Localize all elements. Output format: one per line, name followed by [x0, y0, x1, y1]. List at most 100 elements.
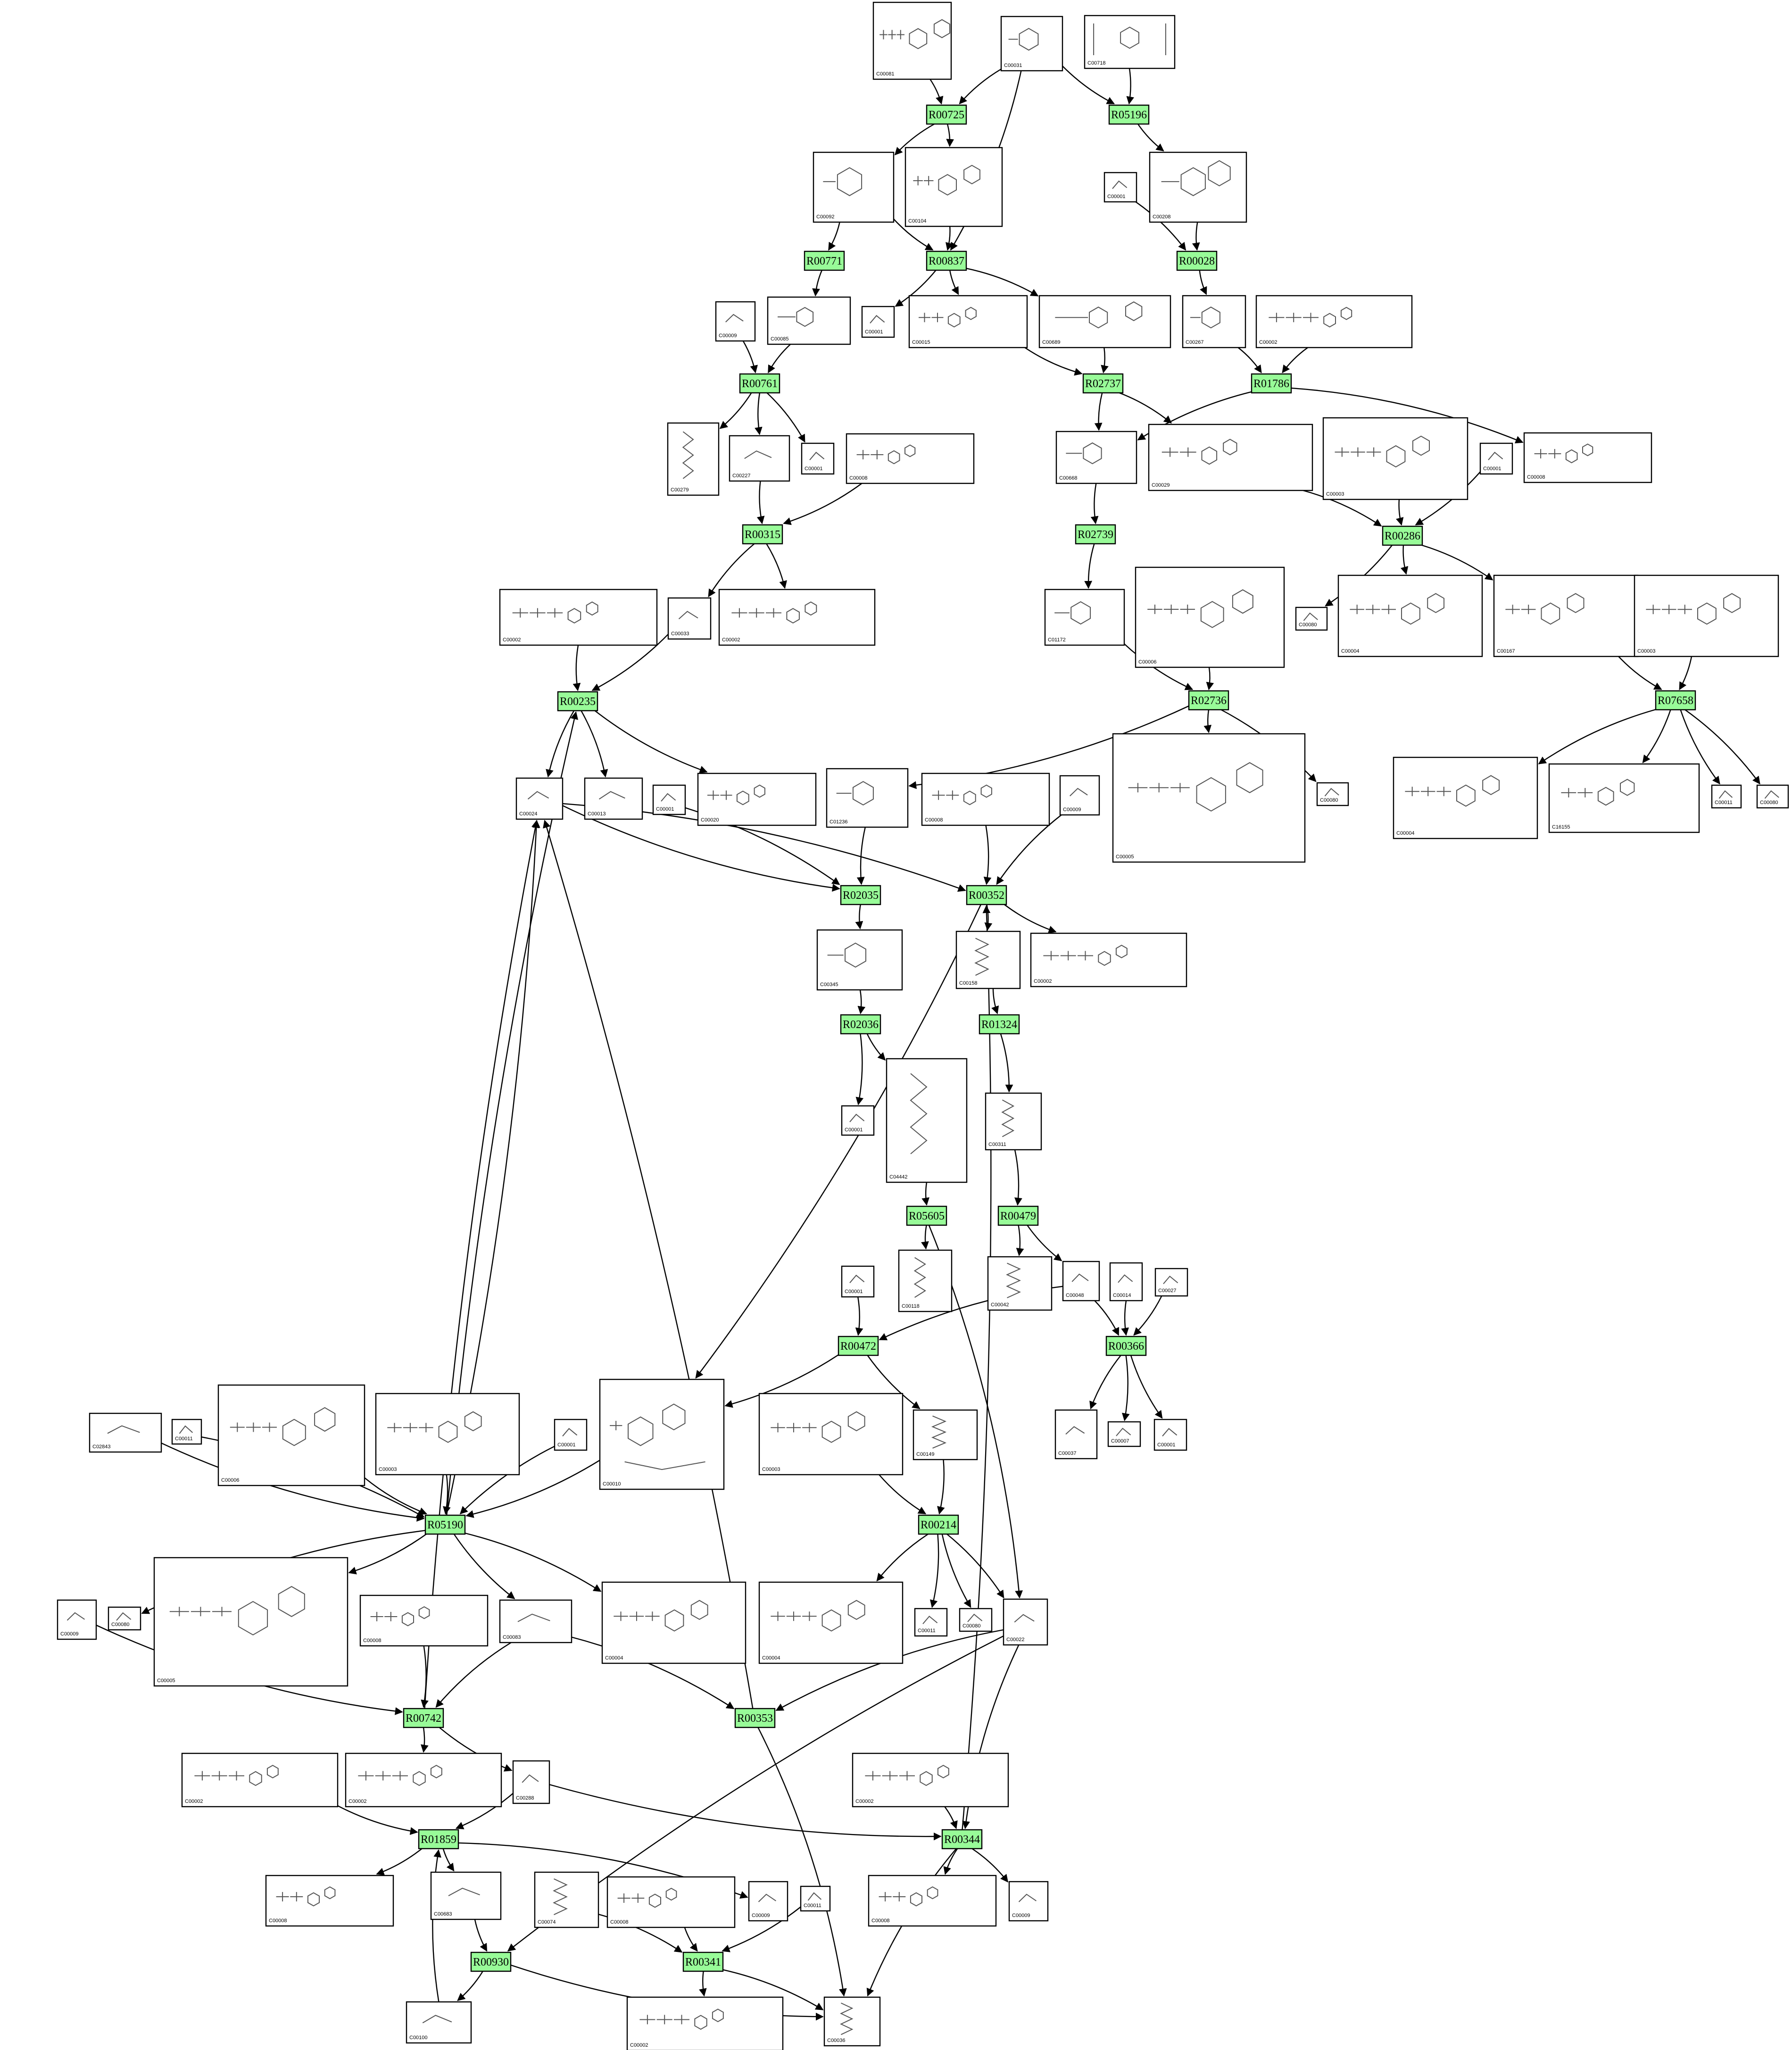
reaction-node-r00366[interactable]: R00366	[1105, 1336, 1147, 1356]
compound-node-c00015[interactable]: C00015	[908, 295, 1028, 349]
compound-node-c02843[interactable]: C02843	[89, 1412, 162, 1453]
compound-node-c00092[interactable]: C00092	[813, 151, 895, 223]
compound-node-c00080d[interactable]: C00080	[108, 1606, 141, 1631]
compound-node-c00006b[interactable]: C00006	[217, 1384, 365, 1486]
reaction-node-r02736[interactable]: R02736	[1188, 690, 1229, 711]
compound-node-c00005a[interactable]: C00005	[1112, 733, 1306, 863]
compound-node-c00001e[interactable]: C00001	[652, 784, 686, 815]
compound-node-c00027[interactable]: C00027	[1154, 1268, 1188, 1297]
compound-node-c00683[interactable]: C00683	[430, 1871, 502, 1920]
reaction-node-r02036[interactable]: R02036	[840, 1014, 881, 1035]
compound-node-c00311[interactable]: C00311	[985, 1092, 1042, 1151]
compound-node-c00001h[interactable]: C00001	[554, 1419, 588, 1451]
reaction-node-r01324[interactable]: R01324	[979, 1014, 1020, 1035]
compound-node-c00002b[interactable]: C00002	[499, 589, 658, 646]
compound-node-c00003d[interactable]: C00003	[758, 1393, 904, 1476]
reaction-node-r01859[interactable]: R01859	[418, 1829, 459, 1850]
compound-node-c00001i[interactable]: C00001	[1153, 1419, 1187, 1451]
compound-node-c00008g[interactable]: C00008	[868, 1875, 997, 1927]
compound-node-c00085[interactable]: C00085	[767, 296, 851, 345]
compound-node-c00001g[interactable]: C00001	[841, 1265, 875, 1298]
reaction-node-r00742[interactable]: R00742	[403, 1708, 444, 1728]
compound-node-c00718[interactable]: C00718	[1084, 15, 1176, 69]
compound-node-c00001a[interactable]: C00001	[1103, 172, 1137, 203]
reaction-node-r00341[interactable]: R00341	[682, 1951, 724, 1972]
reaction-node-r00235[interactable]: R00235	[557, 691, 598, 712]
reaction-node-r00930[interactable]: R00930	[470, 1951, 512, 1972]
compound-node-c00010[interactable]: C00010	[599, 1378, 725, 1490]
compound-node-c00080a[interactable]: C00080	[1295, 606, 1328, 631]
compound-node-c00689[interactable]: C00689	[1038, 295, 1171, 349]
compound-node-c00036[interactable]: C00036	[823, 1996, 881, 2047]
reaction-node-r00837[interactable]: R00837	[926, 250, 967, 271]
compound-node-c00011b[interactable]: C00011	[171, 1419, 202, 1445]
compound-node-c00014[interactable]: C00014	[1109, 1262, 1143, 1302]
compound-node-c00002g[interactable]: C00002	[852, 1752, 1009, 1808]
compound-node-c00008e[interactable]: C00008	[265, 1875, 394, 1927]
compound-node-c00009d[interactable]: C00009	[748, 1881, 788, 1922]
reaction-node-r00771[interactable]: R00771	[804, 250, 845, 271]
compound-node-c00227[interactable]: C00227	[729, 435, 790, 482]
reaction-node-r00472[interactable]: R00472	[838, 1336, 879, 1356]
compound-node-c00009e[interactable]: C00009	[1008, 1881, 1049, 1922]
compound-node-c00006a[interactable]: C00006	[1135, 566, 1285, 668]
compound-node-c00158[interactable]: C00158	[955, 930, 1021, 989]
compound-node-c00009c[interactable]: C00009	[57, 1599, 97, 1640]
compound-node-c00668[interactable]: C00668	[1055, 431, 1137, 484]
compound-node-c00118[interactable]: C00118	[898, 1249, 953, 1312]
compound-node-c00048[interactable]: C00048	[1062, 1261, 1100, 1302]
compound-node-c00033[interactable]: C00033	[667, 597, 712, 640]
reaction-node-r00353[interactable]: R00353	[734, 1708, 776, 1728]
compound-node-c00007[interactable]: C00007	[1107, 1421, 1141, 1447]
compound-node-c00037[interactable]: C00037	[1054, 1409, 1098, 1460]
compound-node-c00288[interactable]: C00288	[512, 1760, 550, 1804]
compound-node-c00011d[interactable]: C00011	[800, 1885, 831, 1912]
compound-node-c16155[interactable]: C16155	[1548, 763, 1700, 833]
compound-node-c00002a[interactable]: C00002	[1255, 295, 1413, 349]
compound-node-c04442[interactable]: C04442	[886, 1058, 968, 1183]
compound-node-c00003c[interactable]: C00003	[375, 1393, 520, 1476]
reaction-node-r00479[interactable]: R00479	[997, 1205, 1039, 1226]
compound-node-c00001d[interactable]: C00001	[1479, 442, 1513, 475]
compound-node-c00042[interactable]: C00042	[987, 1256, 1053, 1311]
compound-node-c00004b[interactable]: C00004	[1393, 756, 1538, 839]
compound-node-c00002c[interactable]: C00002	[718, 589, 876, 646]
compound-node-c00004c[interactable]: C00004	[601, 1581, 747, 1664]
compound-node-c00002f[interactable]: C00002	[345, 1752, 502, 1808]
compound-node-c00022[interactable]: C00022	[1003, 1598, 1048, 1646]
compound-node-c00104[interactable]: C00104	[904, 147, 1003, 227]
compound-node-c00003a[interactable]: C00003	[1322, 417, 1468, 500]
reaction-node-r00344[interactable]: R00344	[941, 1829, 983, 1850]
reaction-node-r00286[interactable]: R00286	[1382, 525, 1423, 546]
compound-node-c00279[interactable]: C00279	[667, 422, 720, 496]
compound-node-c00005b[interactable]: C00005	[153, 1557, 348, 1687]
compound-node-c00208[interactable]: C00208	[1149, 151, 1247, 223]
compound-node-c00080c[interactable]: C00080	[1756, 784, 1789, 809]
compound-node-c01236[interactable]: C01236	[826, 768, 909, 828]
compound-node-c00031a[interactable]: C00031	[1000, 16, 1063, 72]
compound-node-c00020[interactable]: C00020	[697, 772, 817, 826]
compound-node-c00001f[interactable]: C00001	[841, 1105, 875, 1136]
reaction-node-r00315[interactable]: R00315	[742, 524, 783, 545]
reaction-node-r00028[interactable]: R00028	[1176, 250, 1218, 271]
reaction-node-r02737[interactable]: R02737	[1082, 373, 1124, 394]
compound-node-c00002e[interactable]: C00002	[181, 1752, 339, 1808]
compound-node-c00008a[interactable]: C00008	[846, 433, 975, 484]
compound-node-c00008b[interactable]: C00008	[1523, 432, 1652, 483]
reaction-node-r02035[interactable]: R02035	[840, 885, 881, 905]
compound-node-c00001c[interactable]: C00001	[801, 442, 835, 475]
compound-node-c00003b[interactable]: C00003	[1634, 574, 1779, 657]
reaction-node-r05190[interactable]: R05190	[424, 1514, 466, 1535]
compound-node-c00267[interactable]: C00267	[1182, 295, 1246, 349]
compound-node-c00004d[interactable]: C00004	[758, 1581, 904, 1664]
compound-node-c00024[interactable]: C00024	[515, 777, 564, 820]
reaction-node-r00214[interactable]: R00214	[918, 1514, 959, 1535]
reaction-node-r02739[interactable]: R02739	[1075, 524, 1116, 545]
compound-node-c00100[interactable]: C00100	[406, 2001, 472, 2044]
compound-node-c00080b[interactable]: C00080	[1316, 782, 1349, 806]
compound-node-c00004a[interactable]: C00004	[1337, 574, 1483, 657]
compound-node-c00029[interactable]: C00029	[1148, 423, 1313, 491]
compound-node-c00074[interactable]: C00074	[534, 1871, 599, 1928]
compound-node-c00008d[interactable]: C00008	[359, 1594, 489, 1647]
compound-node-c00009b[interactable]: C00009	[1059, 775, 1100, 816]
